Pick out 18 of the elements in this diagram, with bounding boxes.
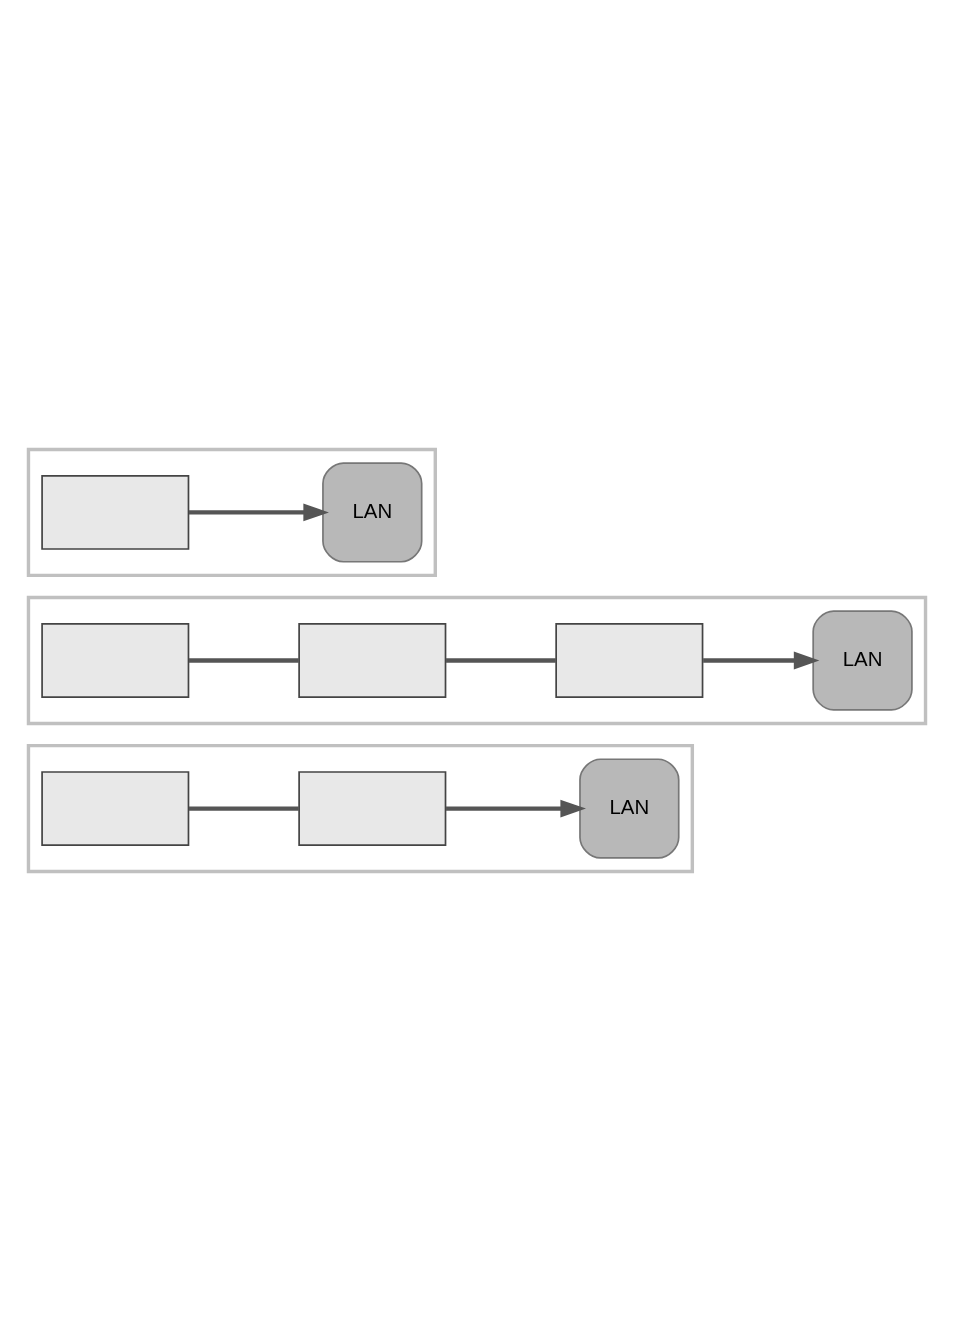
node-box: LAN [579, 757, 680, 859]
node-box [41, 474, 190, 550]
cluster [26, 743, 695, 873]
arrow [446, 799, 586, 818]
arrow [189, 502, 329, 521]
connector [446, 657, 556, 663]
node-box: LAN [812, 609, 913, 711]
arrow [703, 651, 820, 669]
node-box [555, 622, 704, 698]
node-box [41, 770, 190, 846]
cluster [26, 447, 437, 577]
node-box [298, 622, 447, 698]
cluster [26, 595, 928, 725]
node-box: LAN [322, 461, 423, 563]
node-box [298, 770, 447, 846]
connector [189, 805, 299, 811]
node-box [41, 622, 190, 698]
connector [189, 657, 299, 663]
